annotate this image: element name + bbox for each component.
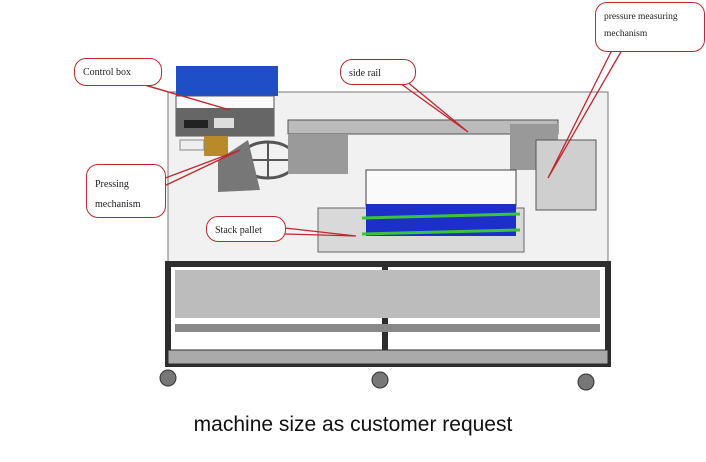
callout-pressing: Pressing mechanism bbox=[86, 164, 166, 218]
cell-stack bbox=[365, 169, 517, 207]
callout-control-box: Control box bbox=[74, 58, 162, 86]
control-box-top bbox=[176, 66, 278, 96]
frame-shelf-lower bbox=[175, 324, 600, 332]
label-pressing: Pressing mechanism bbox=[95, 179, 141, 210]
callout-side-rail: side rail bbox=[340, 59, 416, 85]
bottom-bar bbox=[167, 349, 609, 365]
label-stack-pallet: Stack pallet bbox=[215, 225, 262, 236]
brass-fitting bbox=[204, 136, 228, 156]
callout-stack-pallet: Stack pallet bbox=[206, 216, 286, 242]
pressure-unit bbox=[535, 139, 597, 211]
green-rail bbox=[361, 228, 521, 236]
casters bbox=[159, 369, 595, 391]
label-pressure-measuring: pressure measuring mechanism bbox=[604, 12, 678, 40]
callout-pressure-measuring: pressure measuring mechanism bbox=[595, 2, 705, 52]
caption: machine size as customer request bbox=[193, 413, 513, 436]
green-rail bbox=[361, 212, 521, 220]
label-side-rail: side rail bbox=[349, 68, 381, 79]
frame-shelf bbox=[175, 270, 600, 318]
label-control-box: Control box bbox=[83, 67, 132, 78]
callout-pointers bbox=[127, 49, 623, 237]
